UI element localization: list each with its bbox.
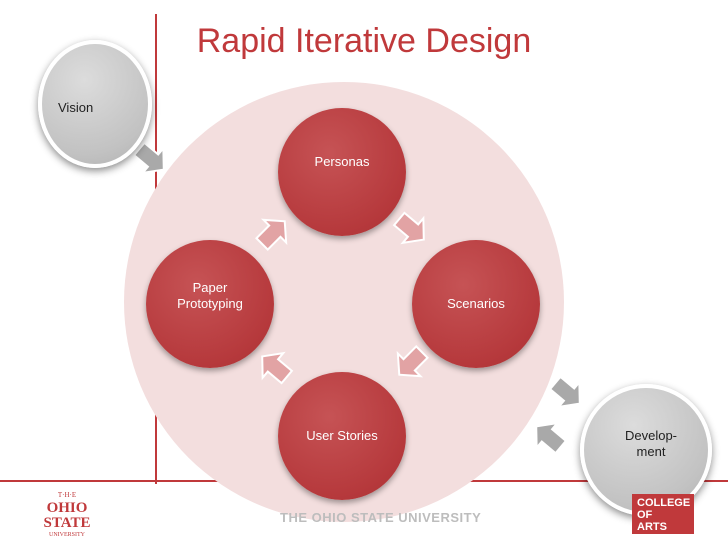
node-user-stories-label: User Stories bbox=[306, 428, 378, 443]
arrow-personas-to-scenarios bbox=[392, 211, 425, 245]
university-wordmark: THE OHIO STATE UNIVERSITY bbox=[280, 510, 482, 525]
arrow-scenarios-to-userstories bbox=[396, 345, 429, 378]
node-user-stories: User Stories bbox=[278, 372, 406, 500]
arrow-cycle-to-development bbox=[548, 375, 581, 409]
arts-and-sciences-logo-text: COLLEGE OF ARTS AND SCIENCES bbox=[637, 497, 694, 557]
arts-and-sciences-logo: COLLEGE OF ARTS AND SCIENCES bbox=[632, 494, 694, 557]
arrow-development-to-cycle bbox=[535, 421, 568, 455]
svg-text:STATE: STATE bbox=[44, 515, 91, 531]
arrow-userstories-to-paper bbox=[261, 351, 294, 385]
svg-text:T·H·E: T·H·E bbox=[58, 491, 76, 499]
node-development-label: Develop- ment bbox=[624, 428, 678, 459]
node-scenarios-label: Scenarios bbox=[447, 296, 505, 311]
node-personas: Personas bbox=[278, 108, 406, 236]
svg-text:OHIO: OHIO bbox=[47, 500, 88, 516]
node-personas-label: Personas bbox=[314, 154, 370, 169]
arrow-paper-to-personas bbox=[255, 218, 288, 251]
page-title: Rapid Iterative Design bbox=[196, 22, 532, 60]
svg-text:UNIVERSITY: UNIVERSITY bbox=[49, 532, 86, 538]
node-vision-label: Vision bbox=[58, 100, 94, 115]
node-scenarios: Scenarios bbox=[412, 240, 540, 368]
node-vision: Vision bbox=[38, 40, 152, 168]
node-paper-prototyping-label: Paper Prototyping bbox=[177, 280, 243, 311]
arrow-vision-to-cycle bbox=[132, 141, 165, 175]
node-paper-prototyping: Paper Prototyping bbox=[146, 240, 274, 368]
ohio-state-logo: T·H·E OHIO STATE UNIVERSITY bbox=[40, 488, 94, 538]
